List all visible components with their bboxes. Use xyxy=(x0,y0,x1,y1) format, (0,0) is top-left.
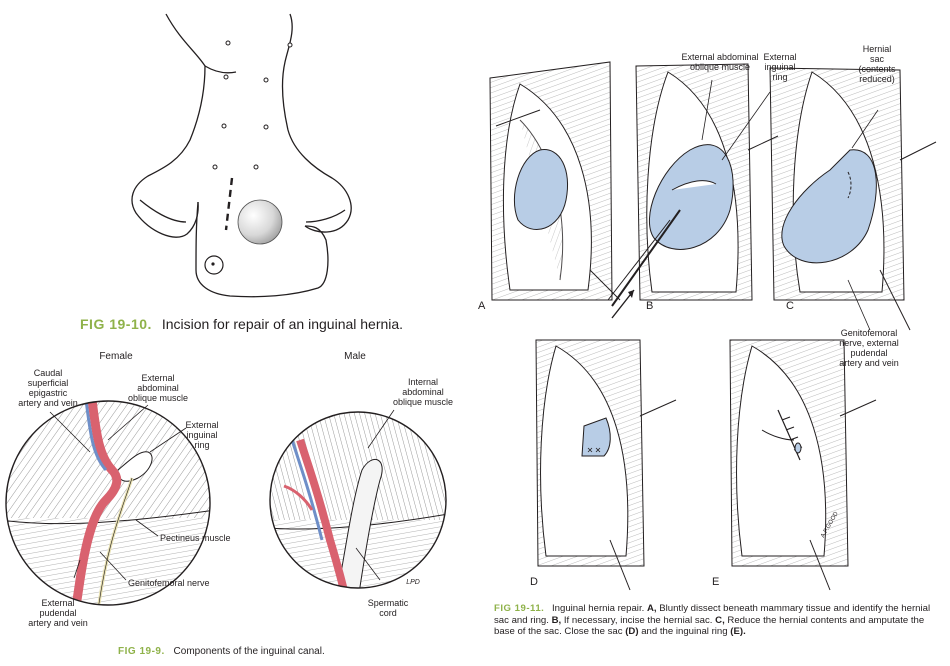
fig-19-11-caption-text: Inguinal hernia repair. A, Bluntly disse… xyxy=(494,603,930,637)
panel-a-drawing xyxy=(489,61,621,301)
label-spermatic-cord: Spermatic cord xyxy=(367,598,409,618)
male-circle-frame xyxy=(269,411,447,589)
fig-19-10-caption-text: Incision for repair of an inguinal herni… xyxy=(161,316,404,332)
puppy-belly-fold xyxy=(204,65,237,74)
artist-signature-fig-19-9: LPD xyxy=(406,579,420,586)
puppy-body-outline-left xyxy=(131,13,206,238)
panel-b-hernial-sac xyxy=(649,144,734,250)
panel-letter-c: C xyxy=(786,300,794,312)
panel-d-drawing xyxy=(535,339,677,591)
panel-d-closed-sac xyxy=(581,417,611,457)
fig-19-11-caption-part: (D) xyxy=(625,626,639,637)
artist-signature-fig-19-11: A.P.GOOD xyxy=(820,510,840,540)
label-ext-inguinal-ring-female: External inguinal ring xyxy=(185,420,219,450)
puppy-nipple xyxy=(287,42,293,48)
puppy-nipple xyxy=(253,164,259,170)
panel-b-scissors xyxy=(611,209,681,307)
male-pectineus-muscle xyxy=(270,520,446,588)
label-caudal-epigastric: Caudal superficial epigastric artery and… xyxy=(18,368,78,408)
female-artery xyxy=(69,401,122,605)
panel-b-arrow xyxy=(611,289,635,319)
panel-e-sutures xyxy=(777,409,803,461)
male-panel-title: Male xyxy=(344,351,366,362)
puppy-nipple xyxy=(223,74,229,80)
puppy-nipple xyxy=(212,164,218,170)
fig-19-10-caption: FIG 19-10. Incision for repair of an ing… xyxy=(80,316,403,332)
fig-19-11-caption-part: (E). xyxy=(730,626,746,637)
puppy-nipple xyxy=(221,123,227,129)
panel-letter-b: B xyxy=(646,300,654,312)
fig-19-9-caption: FIG 19-9. Components of the inguinal can… xyxy=(118,646,325,657)
panel-letter-e: E xyxy=(712,576,720,588)
vulva-outline xyxy=(204,255,224,275)
female-nerve xyxy=(96,477,134,605)
fig-19-11-number: FIG 19-11. xyxy=(494,603,545,614)
fig-19-11-caption-part: If necessary, incise the hernial sac. xyxy=(561,614,716,626)
puppy-abdomen-lower xyxy=(195,201,329,298)
puppy-nipple xyxy=(263,124,269,130)
panel-letter-d: D xyxy=(530,576,538,588)
puppy-body-outline-right xyxy=(281,13,352,233)
male-oblique-muscle xyxy=(270,412,446,520)
fig-19-9-caption-text: Components of the inguinal canal. xyxy=(173,646,325,657)
fig-19-11-caption: FIG 19-11. Inguinal hernia repair. A, Bl… xyxy=(494,603,936,638)
fig-19-11-caption-part: and the inguinal ring xyxy=(638,626,731,637)
panel-c-drawing xyxy=(769,67,937,331)
label-ext-pudendal: External pudendal artery and vein xyxy=(28,598,88,628)
puppy-nipple xyxy=(263,77,269,83)
hernia-bulge xyxy=(237,199,283,245)
fig-19-11-caption-part: Inguinal hernia repair. xyxy=(552,603,647,614)
panel-c-hernial-sac xyxy=(781,149,877,264)
label-pectineus: Pectineus muscle xyxy=(160,533,231,543)
label-ext-oblique-female: External abdominal oblique muscle xyxy=(127,373,189,403)
label-genitofemoral-female: Genitofemoral nerve xyxy=(128,578,210,588)
vulva-dot xyxy=(211,262,215,266)
incision-line xyxy=(224,177,234,231)
male-spermatic-cord xyxy=(335,458,383,588)
fig-19-10-number: FIG 19-10. xyxy=(80,316,152,332)
male-artery xyxy=(296,438,350,588)
male-vein xyxy=(290,439,324,541)
puppy-leg-fold-left xyxy=(139,199,187,223)
fig-19-11-caption-part: B, xyxy=(551,614,562,626)
panel-a-hernial-sac xyxy=(514,149,568,230)
fig-19-9-number: FIG 19-9. xyxy=(118,646,165,657)
female-oblique-muscle xyxy=(6,401,210,518)
panel-e-drawing xyxy=(729,339,877,591)
fig-19-11-caption-part: Reduce the hernial contents and amputate… xyxy=(494,614,925,638)
label-ext-ring-19-11: External inguinal ring xyxy=(763,52,797,82)
fig-19-11-caption-part: C, xyxy=(715,614,725,626)
label-ext-oblique-19-11: External abdominal oblique muscle xyxy=(681,52,759,72)
female-vein xyxy=(84,401,108,472)
label-int-oblique-male: Internal abdominal oblique muscle xyxy=(392,377,454,407)
fig-19-11-caption-part: A, xyxy=(646,603,657,614)
panel-b-drawing xyxy=(607,63,779,319)
label-genitofemoral-19-11: Genitofemoral nerve, external pudendal a… xyxy=(839,328,899,368)
puppy-leg-fold-right xyxy=(305,209,346,223)
panel-letter-a: A xyxy=(478,300,486,312)
label-hernial-sac: Hernial sac (contents reduced) xyxy=(858,44,896,84)
female-panel-title: Female xyxy=(99,351,133,362)
fig-19-11-caption-part: Bluntly dissect beneath mammary tissue a… xyxy=(494,603,931,626)
puppy-nipple xyxy=(225,40,231,46)
